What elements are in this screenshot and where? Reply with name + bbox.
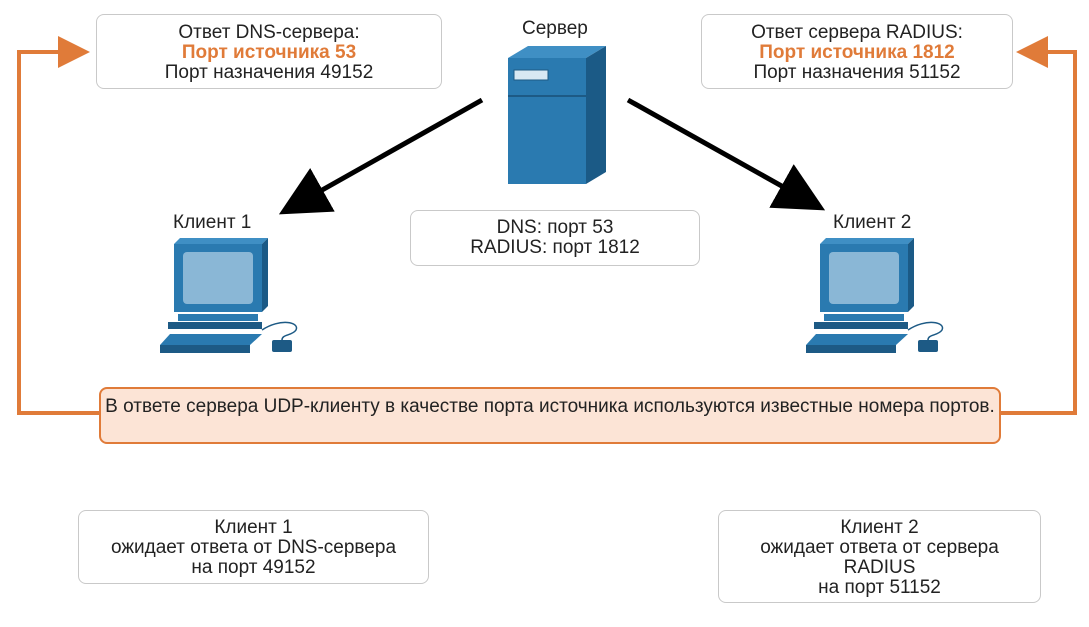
client1-label: Клиент 1: [173, 212, 252, 233]
dns-response-source-port: Порт источника 53: [181, 42, 357, 63]
computer-icon: [160, 238, 298, 353]
client1-wait-title: Клиент 1: [214, 517, 293, 538]
client2-label: Клиент 2: [833, 212, 912, 233]
server-label: Сервер: [522, 18, 588, 39]
radius-response-dest-port: Порт назначения 51152: [753, 62, 961, 83]
client1-wait-desc: ожидает ответа от DNS-сервера: [110, 537, 397, 558]
radius-response-source-port: Порт источника 1812: [759, 42, 955, 63]
udp-note-line2: номера портов.: [858, 396, 995, 417]
dns-response-title: Ответ DNS-сервера:: [178, 22, 360, 43]
dns-response-dest-port: Порт назначения 49152: [164, 62, 374, 83]
client2-wait-server: RADIUS: [843, 557, 916, 578]
server-port-dns: DNS: порт 53: [496, 217, 614, 238]
dns-response-box: Ответ DNS-сервера: Порт источника 53 Пор…: [96, 14, 442, 89]
client2-wait-desc: ожидает ответа от сервера: [760, 537, 999, 558]
right-return-line: [999, 36, 1077, 415]
arrow-to-client2: [626, 97, 826, 211]
client1-wait-box: Клиент 1 ожидает ответа от DNS-сервера н…: [78, 510, 429, 584]
radius-response-title: Ответ сервера RADIUS:: [751, 22, 963, 43]
client2-wait-box: Клиент 2 ожидает ответа от сервера RADIU…: [718, 510, 1041, 603]
left-return-line: [17, 36, 99, 415]
server-ports-box: DNS: порт 53 RADIUS: порт 1812: [410, 210, 700, 266]
client2-wait-port: на порт 51152: [818, 577, 941, 598]
client2-wait-title: Клиент 2: [840, 517, 919, 538]
computer-icon: [806, 238, 944, 353]
udp-note-line1: В ответе сервера UDP-клиенту в качестве …: [105, 396, 853, 417]
arrow-to-client1: [278, 97, 484, 215]
radius-response-box: Ответ сервера RADIUS: Порт источника 181…: [701, 14, 1013, 89]
udp-note: В ответе сервера UDP-клиенту в качестве …: [99, 387, 1001, 444]
client1-wait-port: на порт 49152: [191, 557, 316, 578]
server-icon: [508, 46, 606, 184]
server-port-radius: RADIUS: порт 1812: [470, 237, 640, 258]
